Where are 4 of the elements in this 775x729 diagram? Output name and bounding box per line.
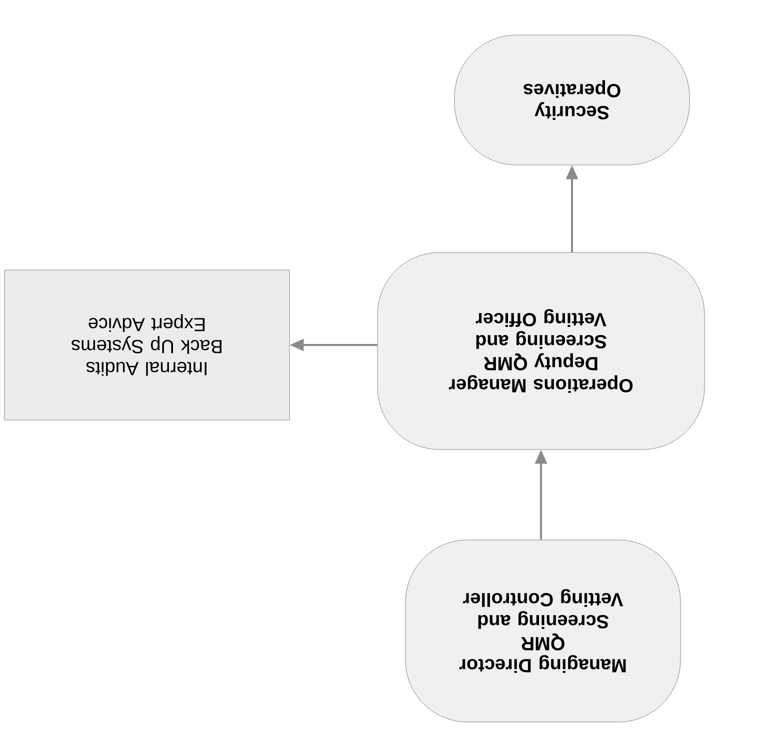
role-stadium: Managing Director QMR Screening and Vetting Controller xyxy=(405,540,681,722)
role-stadium: Security Operatives xyxy=(454,34,690,166)
role-stadium: Operations Manager Deputy QMR Screening and Vetting Officer xyxy=(377,252,705,450)
info-box: Internal Audits Back Up Systems Expert Advice xyxy=(4,270,290,420)
